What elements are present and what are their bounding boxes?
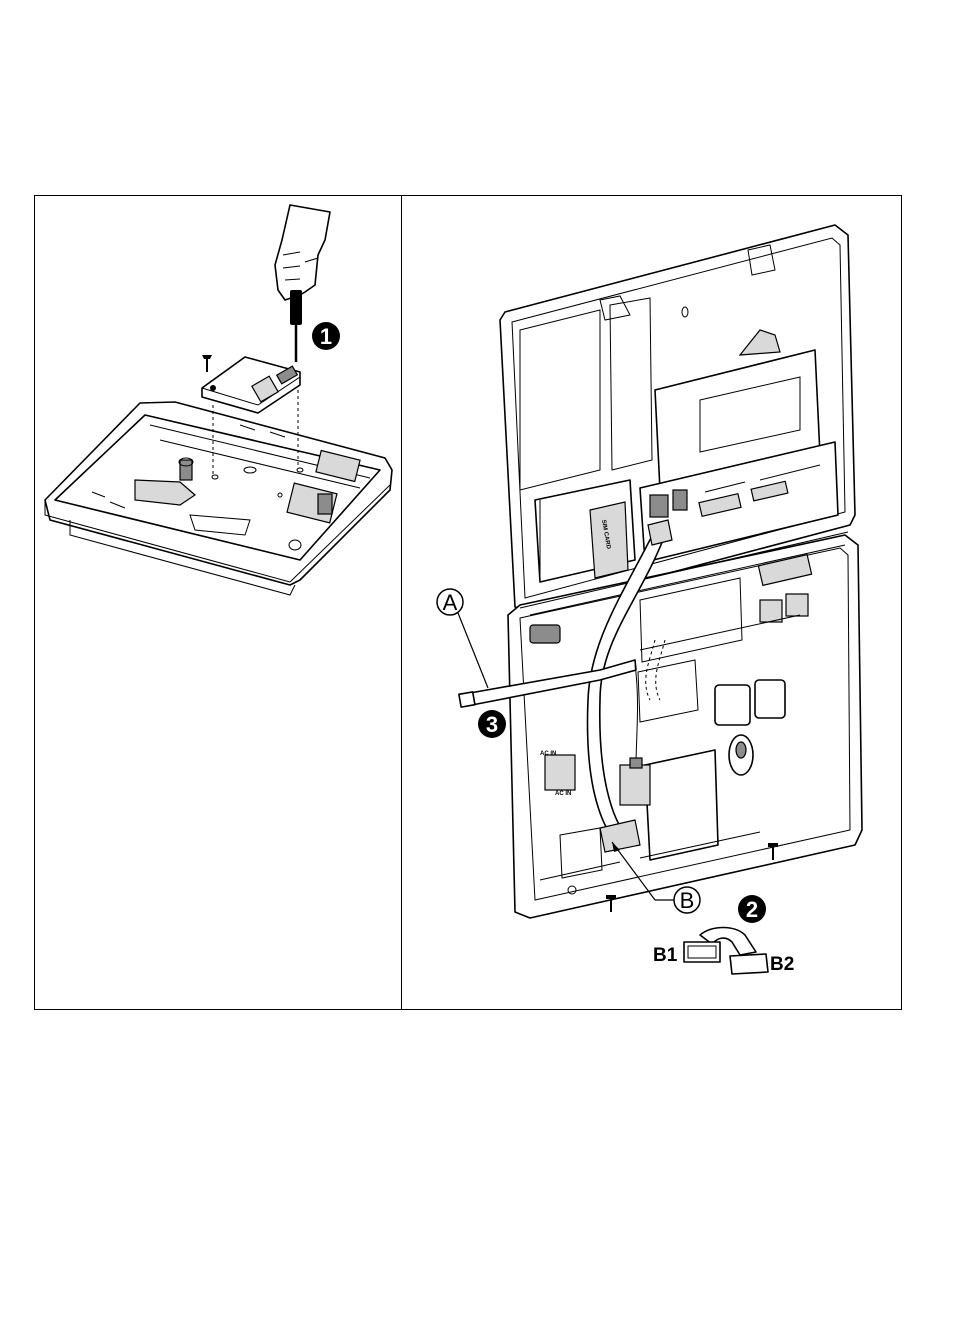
label-b2: B2 (770, 954, 794, 975)
step-2-label: 2 (746, 897, 758, 922)
callout-a-label: A (443, 590, 458, 615)
label-b1: B1 (653, 945, 678, 966)
screw-icon (202, 355, 212, 372)
callout-b-label: B (680, 888, 695, 913)
step-3-badge: 3 (478, 710, 506, 738)
screw-icon (606, 895, 616, 912)
callout-a: A (437, 589, 488, 688)
step-1-badge: 1 (312, 322, 340, 350)
svg-text:AC IN: AC IN (540, 751, 556, 757)
step-2-badge: 2 (738, 895, 766, 923)
cable-detail: B1 B2 (653, 928, 794, 976)
svg-text:AC IN: AC IN (555, 791, 571, 797)
module-board (202, 357, 300, 413)
step-3-label: 3 (486, 712, 498, 737)
left-panel: 1 (45, 205, 392, 595)
housing-tray (45, 402, 392, 595)
step-1-label: 1 (320, 324, 332, 349)
right-panel: SIM CARD AC IN (437, 225, 862, 975)
